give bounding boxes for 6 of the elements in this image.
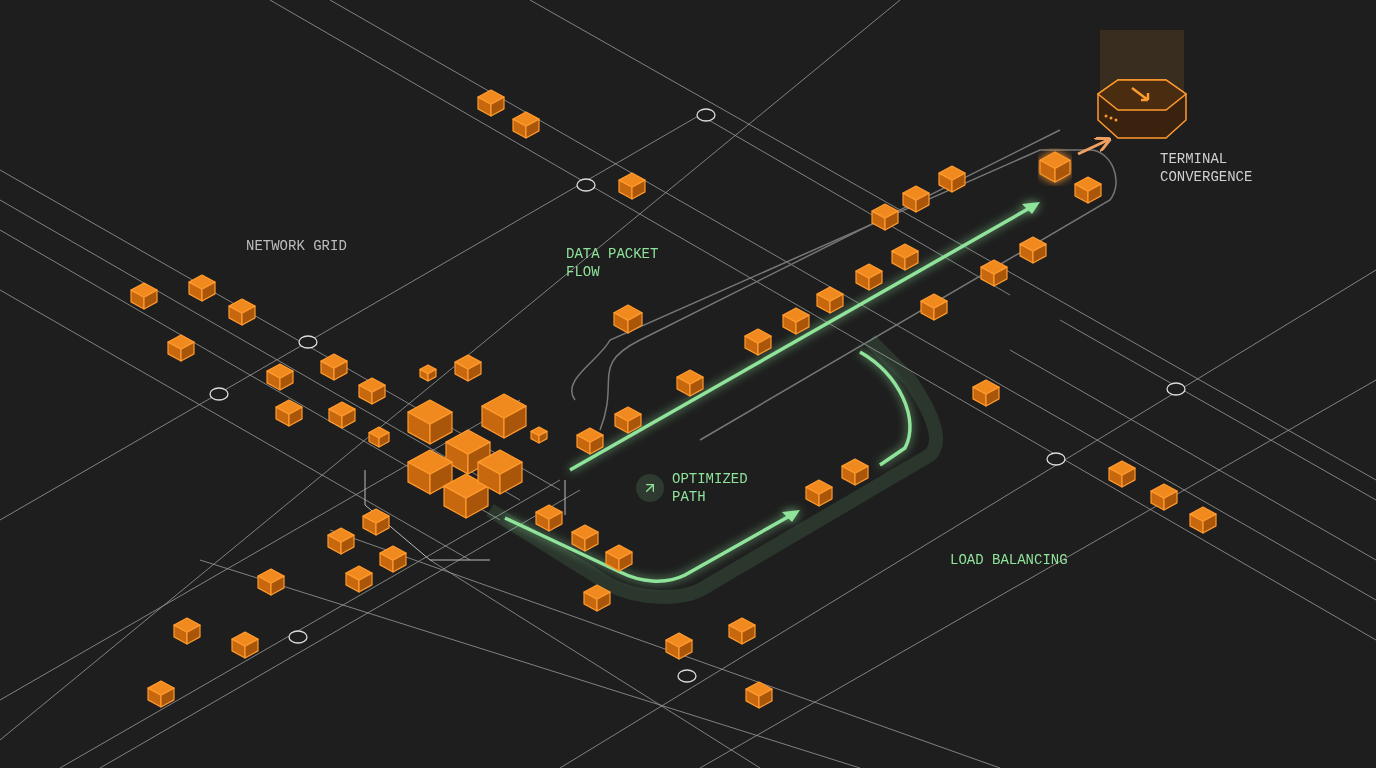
text-label: NETWORK GRID <box>246 237 348 255</box>
text-label: OPTIMIZED PATH <box>672 470 749 506</box>
text-label: DATA PACKET FLOW <box>566 245 660 281</box>
text-label: LOAD BALANCING <box>950 551 1069 569</box>
arrow <box>1077 136 1113 156</box>
node-caption: TERMINAL CONVERGENCE <box>1160 150 1254 186</box>
